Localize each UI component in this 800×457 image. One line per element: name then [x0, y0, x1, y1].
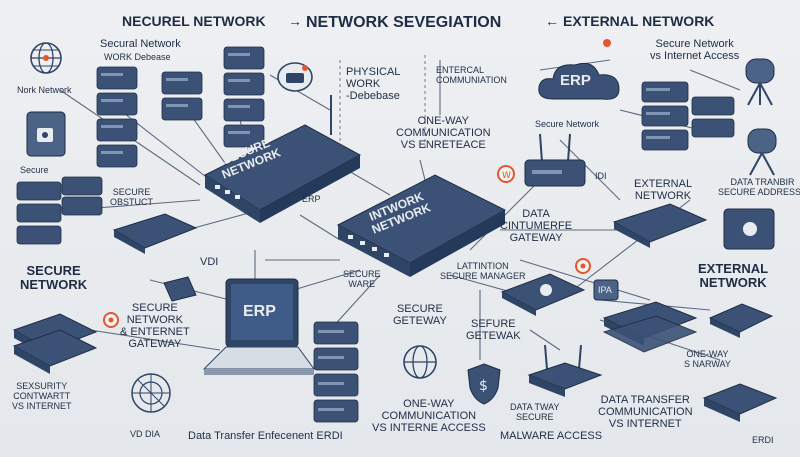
switch-icon [702, 383, 778, 422]
label-external-network-big: EXTERNAL NETWORK [698, 261, 769, 291]
router-icon [527, 345, 603, 397]
svg-text:$: $ [479, 378, 488, 394]
cloud-label-erp: ERP [560, 72, 591, 89]
label-work-debease: WORK Debease [104, 52, 171, 62]
router-icon [277, 62, 313, 92]
label-secure-obstruct: SECURE OBSTUCT [110, 187, 154, 207]
label-data-transfer-bottom: Data Transfer Enfecenent ERDI [188, 430, 343, 442]
svg-text:W: W [502, 171, 511, 181]
cloud-icon [538, 62, 620, 100]
switch-icon [602, 301, 698, 353]
label-external-network-right: EXTERNAL NETWORK [634, 178, 693, 203]
header-left: NECUREL NETWORK [122, 13, 266, 29]
header-center: NETWORK SEVEGIATION [306, 14, 502, 31]
router-icon [524, 133, 586, 187]
label-secure-network-small: Secure Network [535, 119, 600, 129]
server-icon [723, 208, 775, 250]
label-secure-network-gateway: SECURE NETWORK & ENTERNET GATEWAY [120, 302, 190, 351]
server-icon [16, 181, 62, 245]
server-icon [313, 321, 359, 423]
label-secural-network: Secural Network [100, 38, 181, 50]
lock-device-icon [26, 111, 66, 157]
router-icon [708, 303, 774, 338]
header-arrow-left: ← [545, 13, 559, 29]
label-vdi: VDI [200, 256, 219, 268]
label-idi: IDI [595, 171, 607, 181]
warning-badge-icon: W [497, 165, 515, 183]
label-secure-network-left: SECURE NETWORK [20, 263, 88, 293]
label-data-gateway: DATA CINTUMERFE GATEWAY [500, 208, 573, 245]
satellite-dish-icon [747, 128, 777, 176]
intwork-network-switch [336, 174, 507, 277]
server-icon [223, 46, 265, 148]
switch-icon [112, 213, 198, 254]
satellite-dish-icon [745, 58, 775, 106]
label-one-way-narrow: ONE-WAY S NARWAY [684, 349, 731, 369]
label-one-way-bottom: ONE-WAY COMMUNICATION VS INTERNE ACCESS [372, 398, 486, 435]
label-secure-ware: SECURE WARE [343, 269, 381, 289]
label-nork-network: Nork Network [17, 85, 72, 95]
switch-icon [12, 313, 98, 374]
secure-network-switch [203, 124, 362, 223]
server-icon [641, 81, 689, 151]
label-physical-work: PHYSICAL WORK -Debebase [346, 66, 401, 103]
label-lattintion: LATTINTION SECURE MANAGER [440, 261, 526, 281]
card-icon [163, 276, 197, 302]
warning-badge-icon [575, 258, 591, 274]
card-icon [593, 279, 619, 301]
label-erp-small: ERP [302, 194, 321, 204]
label-vd-dia: VD DIA [130, 429, 161, 439]
label-ipa: IPA [598, 285, 612, 295]
label-secure-getway: SECURE GETEWAY [393, 303, 447, 328]
label-sefure-getewak: SEFURE GETEWAK [466, 318, 521, 343]
switch-icon [500, 273, 586, 316]
switch-icon [612, 203, 708, 248]
label-data-transfer-right: DATA TRANSFER COMMUNICATION VS INTERNET [598, 394, 693, 431]
label-secure-left: Secure [20, 165, 49, 175]
server-icon [61, 176, 103, 216]
laptop-label-erp: ERP [243, 303, 276, 320]
label-data-tway: DATA TWAY SECURE [510, 402, 560, 422]
globe-icon [403, 345, 437, 379]
label-malware-access: MALWARE ACCESS [500, 430, 603, 442]
label-sexsurity: SEXSURITY CONTWARTT VS INTERNET [12, 381, 72, 411]
warning-badge-icon [103, 312, 119, 328]
header-arrow-right: → [288, 13, 302, 29]
server-icon [691, 96, 735, 138]
label-erdi: ERDI [752, 435, 774, 445]
radar-icon [131, 373, 171, 413]
globe-icon [30, 42, 62, 74]
server-icon [161, 71, 203, 121]
server-icon [96, 66, 138, 168]
header-right: EXTERNAL NETWORK [563, 13, 715, 29]
label-one-way-comm: ONE-WAY COMMUNICATION VS ENRETEACE [396, 115, 491, 152]
status-dot-icon [603, 39, 611, 47]
label-data-tranbir: DATA TRANBIR SECURE ADDRESSE [718, 177, 800, 197]
label-secure-vs-internet: Secure Network vs Internet Access [650, 38, 740, 63]
antenna-icon [330, 95, 332, 135]
shield-icon: $ [467, 363, 501, 405]
laptop-icon[interactable] [198, 275, 318, 385]
label-enternal-communication: ENTERCAL COMMUNIATION [436, 65, 507, 85]
